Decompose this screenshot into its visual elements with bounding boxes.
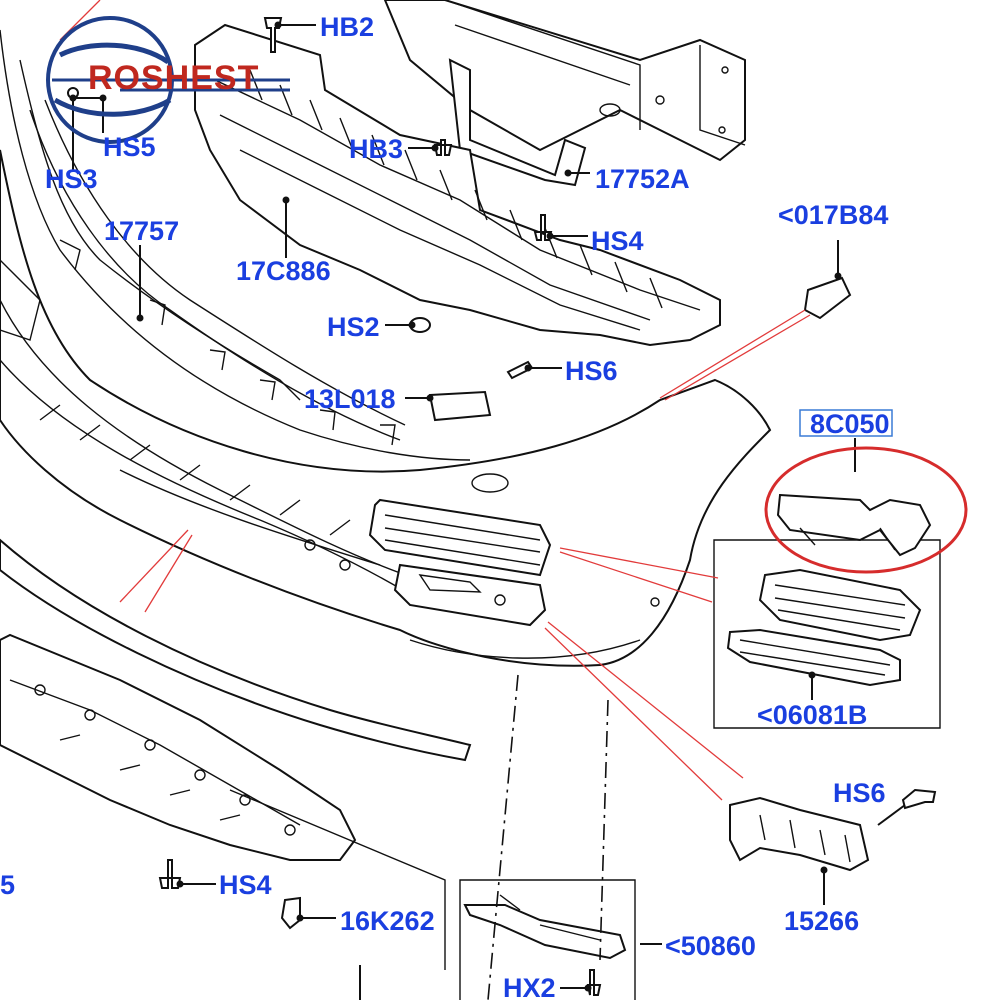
deflector-17c886 — [194, 23, 721, 347]
label-hs3: HS3 — [45, 164, 98, 194]
label-hb2: HB2 — [320, 12, 374, 42]
label-13l018: 13L018 — [304, 384, 396, 414]
label-8c050: 8C050 — [810, 409, 890, 439]
leader-dots — [69, 21, 842, 992]
fasteners — [67, 17, 937, 996]
watermark-logo: ROSHEST — [46, 16, 290, 144]
watermark-text: ROSHEST — [88, 59, 259, 97]
label-15266: 15266 — [784, 906, 859, 936]
label-hs6-right: HS6 — [833, 778, 886, 808]
label-hb3: HB3 — [349, 134, 403, 164]
label-16k262: 16K262 — [340, 906, 435, 936]
bracket-17752a — [448, 58, 587, 187]
label-edge-5: 5 — [0, 870, 15, 900]
label-17752a: 17752A — [595, 164, 690, 194]
label-hs5: HS5 — [103, 132, 156, 162]
label-hs2: HS2 — [327, 312, 380, 342]
grille-detail-box — [713, 493, 941, 729]
label-hx2: HX2 — [503, 973, 556, 1000]
highlight-ellipse — [764, 446, 968, 574]
label-50860: <50860 — [665, 931, 756, 961]
centre-lines — [487, 674, 609, 1000]
label-17c886: 17C886 — [236, 256, 331, 286]
mounting-strip-17757 — [29, 99, 406, 446]
part-labels: HB2 HS5 HS3 HB3 17752A <017B84 HS4 17757… — [0, 12, 890, 1000]
lower-insert-box — [459, 879, 636, 1000]
bumper-cover — [0, 29, 772, 667]
label-hs6-mid: HS6 — [565, 356, 618, 386]
label-hs4-top: HS4 — [591, 226, 644, 256]
bumper-beam — [383, 0, 746, 162]
undertray — [0, 633, 357, 861]
bracket-15266 — [729, 796, 870, 872]
label-hs4-bottom: HS4 — [219, 870, 272, 900]
label-highlight-box — [799, 409, 893, 437]
label-017b84: <017B84 — [778, 200, 888, 230]
spoiler-lip — [0, 538, 472, 762]
label-06081b: <06081B — [757, 700, 867, 730]
label-17757: 17757 — [104, 216, 179, 246]
